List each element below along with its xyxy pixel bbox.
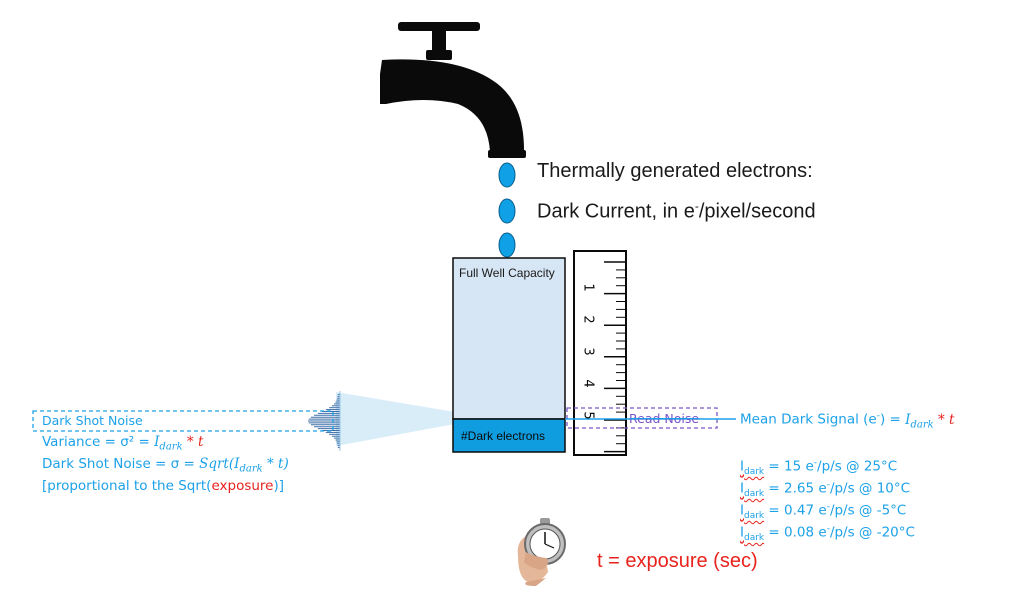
mean-prefix: Mean Dark Signal (e <box>740 411 877 428</box>
sigma-fn: Sqrt( <box>199 456 235 472</box>
read-noise-box <box>566 407 718 429</box>
full-well-label: Full Well Capacity <box>459 266 555 280</box>
shot-noise-box <box>32 410 334 432</box>
sigma-tail: * t) <box>262 456 289 472</box>
note-word: exposure <box>211 478 274 494</box>
sigma-var: I <box>234 456 240 472</box>
note-prefix: [proportional to the Sqrt( <box>42 478 212 494</box>
sigma-sub: dark <box>239 463 263 475</box>
mean-sup: - <box>876 411 880 421</box>
variance-var: I <box>154 434 160 450</box>
pixel-well <box>452 257 566 420</box>
stopwatch-icon <box>517 518 566 586</box>
drop-icon <box>498 198 516 224</box>
gaussian-icon <box>308 391 341 451</box>
proportional-note: [proportional to the Sqrt(exposure)] <box>42 478 284 494</box>
variance-formula: Variance = σ² = Idark * t <box>42 434 203 453</box>
heading-line-1: Thermally generated electrons: <box>537 160 813 182</box>
variance-prefix: Variance = σ² = <box>42 434 155 450</box>
dark-electrons-fill <box>452 418 566 453</box>
faucet-icon <box>380 22 526 158</box>
ruler-tick-label: 1 <box>580 283 596 292</box>
mean-tail: * t <box>933 411 955 428</box>
dark-current-sup: - <box>694 199 699 213</box>
ruler-tick-label: 3 <box>580 347 596 356</box>
mean-var: I <box>905 411 911 428</box>
exposure-label: t = exposure (sec) <box>597 550 758 572</box>
ruler-tick-label: 5 <box>580 411 596 420</box>
mean-sub: dark <box>910 419 934 431</box>
ruler-tick-label: 4 <box>580 379 596 388</box>
variance-tail: * t <box>182 434 204 450</box>
dark-electrons-label: #Dark electrons <box>461 429 546 443</box>
sigma-prefix: Dark Shot Noise = σ = <box>42 456 200 472</box>
dark-rate-row: Idark = 2.65 e-/p/s @ 10°C <box>740 480 911 500</box>
mean-dark-signal-label: Mean Dark Signal (e-) = Idark * t <box>740 411 954 430</box>
read-noise-label: Read Noise <box>629 411 700 426</box>
drop-icon <box>498 162 516 188</box>
variance-sub: dark <box>159 441 183 453</box>
ruler-tick-label: 2 <box>580 315 596 324</box>
note-suffix: )] <box>273 478 285 494</box>
shot-noise-title: Dark Shot Noise <box>42 413 143 428</box>
dark-current-heading: Dark Current, in e-/pixel/second <box>537 199 816 224</box>
dark-rate-row: Idark = 0.08 e-/p/s @ -20°C <box>740 524 915 544</box>
dark-current-suffix: /pixel/second <box>698 200 816 223</box>
thermal-electrons-heading: Thermally generated electrons: <box>537 160 813 183</box>
ruler-icon <box>573 250 627 456</box>
dark-current-prefix: Dark Current, in e <box>537 200 695 223</box>
dark-rate-row: Idark = 15 e-/p/s @ 25°C <box>740 458 898 478</box>
mean-suffix: ) = <box>879 411 906 428</box>
dark-rate-row: Idark = 0.47 e-/p/s @ -5°C <box>740 502 907 522</box>
sigma-formula: Dark Shot Noise = σ = Sqrt(Idark * t) <box>42 456 289 475</box>
drop-icon <box>498 232 516 258</box>
noise-beam <box>336 392 455 446</box>
